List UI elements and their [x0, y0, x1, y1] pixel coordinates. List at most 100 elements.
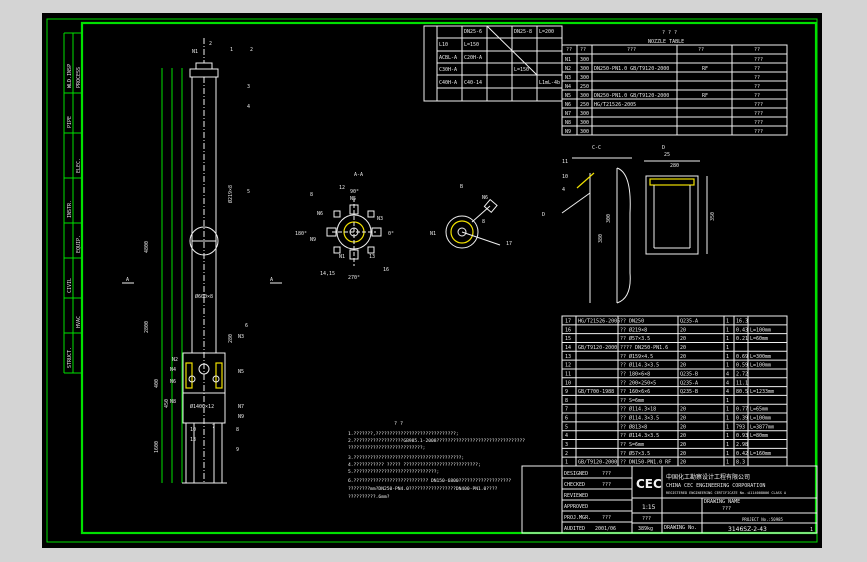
dimension-text: 280	[670, 163, 679, 169]
part-number: 15	[565, 336, 571, 342]
view-title: C-C	[592, 145, 601, 151]
strip-label: CIVIL	[67, 278, 73, 293]
part-weight: 0.59	[736, 363, 748, 369]
note-line: 3.??????????????????????????????????????…	[348, 455, 464, 461]
leader-label: N3	[238, 334, 244, 340]
angle-label: 0°	[388, 231, 394, 237]
dimension-text: 380	[598, 234, 604, 243]
part-quantity: 1	[726, 336, 729, 342]
leader-label: 2	[209, 41, 212, 47]
part-number: 5	[565, 424, 568, 430]
part-name: ?? DN150-PN1.0 RF	[620, 460, 671, 466]
leader-label: 1	[230, 47, 233, 53]
leader-label: N7	[238, 404, 244, 410]
part-number: 1	[565, 460, 568, 466]
sign-label: CHECKED	[564, 482, 585, 488]
part-standard: GB/T9120-2000	[578, 460, 617, 466]
part-weight: 0.39	[736, 416, 748, 422]
part-note: L=65mm	[750, 407, 768, 413]
part-material: 20	[680, 354, 686, 360]
strip-label: PROCESS	[76, 67, 82, 88]
part-quantity: 4	[726, 371, 729, 377]
design-cell: L10	[439, 42, 448, 48]
nozzle-id: N7	[565, 111, 571, 117]
leader-label: 10	[190, 427, 196, 433]
part-name: ???? DN250-PN1.6	[620, 345, 668, 351]
part-number: 2	[565, 451, 568, 457]
part-weight: 0.69	[736, 354, 748, 360]
nozzle-purpose: ??	[754, 66, 760, 72]
leader-label: 8	[236, 427, 239, 433]
part-weight: 0.42	[736, 451, 748, 457]
part-quantity: 1	[726, 424, 729, 430]
nozzle-purpose: ???	[754, 120, 763, 126]
part-name: ?? S=6mm	[620, 398, 644, 404]
leader-label: N5	[238, 369, 244, 375]
part-name: ?? 200×250×5	[620, 380, 656, 386]
part-quantity: 1	[726, 363, 729, 369]
nozzle-purpose: ???	[754, 102, 763, 108]
cc-label: 11	[562, 159, 568, 165]
leader-label: 4	[247, 104, 250, 110]
dimension-text: 400	[154, 379, 160, 388]
aa-label: N3	[377, 216, 383, 222]
aa-label: 13	[369, 254, 375, 260]
nozzle-purpose: ??	[754, 75, 760, 81]
nozzle-header: ??	[754, 47, 760, 53]
drawing-name-label: DRAWING NAME	[704, 499, 740, 505]
sign-label: AUDITED	[564, 526, 585, 532]
part-weight: 0.21	[736, 336, 748, 342]
nozzle-purpose: ??	[754, 93, 760, 99]
part-name: ?? DN250	[620, 319, 644, 325]
drawing-viewport[interactable]: WLD.INSP PROCESS PIPE ELEC. INSTR. EQUIP…	[42, 13, 822, 548]
part-note: L=60mm	[750, 336, 768, 342]
cc-label: 10	[562, 174, 568, 180]
part-material: 20	[680, 433, 686, 439]
part-name: ?? Ø114.3×3.5	[620, 432, 659, 439]
leader-label: 6	[245, 323, 248, 329]
part-weight: 0.43	[736, 327, 748, 333]
nozzle-dn: 300	[580, 120, 589, 126]
sign-label: DESIGNED	[564, 471, 588, 477]
nozzle-id: N3	[565, 75, 571, 81]
part-quantity: 1	[726, 398, 729, 404]
part-weight: 0.93	[736, 433, 748, 439]
part-weight: 793	[736, 424, 745, 430]
part-weight: 80.5	[736, 389, 748, 395]
part-material: 20	[680, 327, 686, 333]
part-quantity: 1	[726, 460, 729, 466]
part-note: L=100mm	[750, 416, 771, 422]
b-label: 8	[482, 219, 485, 225]
section-marker: A	[270, 277, 273, 283]
part-weight: 2.98	[736, 442, 748, 448]
leader-label: N9	[238, 414, 244, 420]
company-certificate: REGISTERED ENGINEERING CERTIFICATE No.:A…	[666, 491, 787, 495]
note-line: ???????????????????????????;	[348, 445, 425, 451]
part-note: L=300mm	[750, 354, 771, 360]
leader-label: N8	[170, 399, 176, 405]
design-cell: L=150	[464, 42, 479, 48]
nozzle-dn: 250	[580, 84, 589, 90]
design-cell: C40-14	[464, 80, 482, 86]
nozzle-table-subtitle: NOZZLE TABLE	[648, 39, 684, 45]
angle-label: 180°	[295, 231, 307, 237]
view-b: B N1 N6 17 8	[430, 184, 512, 249]
angle-label: 270°	[348, 275, 360, 281]
nozzle-table-title: ? ? ?	[662, 30, 677, 36]
part-number: 17	[565, 319, 571, 325]
dimension-text: 25	[664, 152, 670, 158]
part-standard: GB/T9120-2000	[578, 345, 617, 351]
part-material: Q235-B	[680, 389, 698, 395]
dimension-text: 300	[606, 214, 612, 223]
nozzle-standard: DN250-PN1.0 GB/T9120-2000	[594, 66, 669, 72]
part-material: 20	[680, 442, 686, 448]
notes-title: ? ?	[394, 421, 403, 427]
angle-label: 90°	[350, 189, 359, 195]
cad-drawing-sheet[interactable]: WLD.INSP PROCESS PIPE ELEC. INSTR. EQUIP…	[42, 13, 822, 548]
nozzle-header: ???	[627, 47, 636, 53]
b-label: N1	[430, 231, 436, 237]
b-label: 17	[506, 241, 512, 247]
strip-label: PIPE	[67, 116, 73, 128]
company-name-cn: 中国化工勘察设计工程有限公司	[666, 473, 750, 481]
